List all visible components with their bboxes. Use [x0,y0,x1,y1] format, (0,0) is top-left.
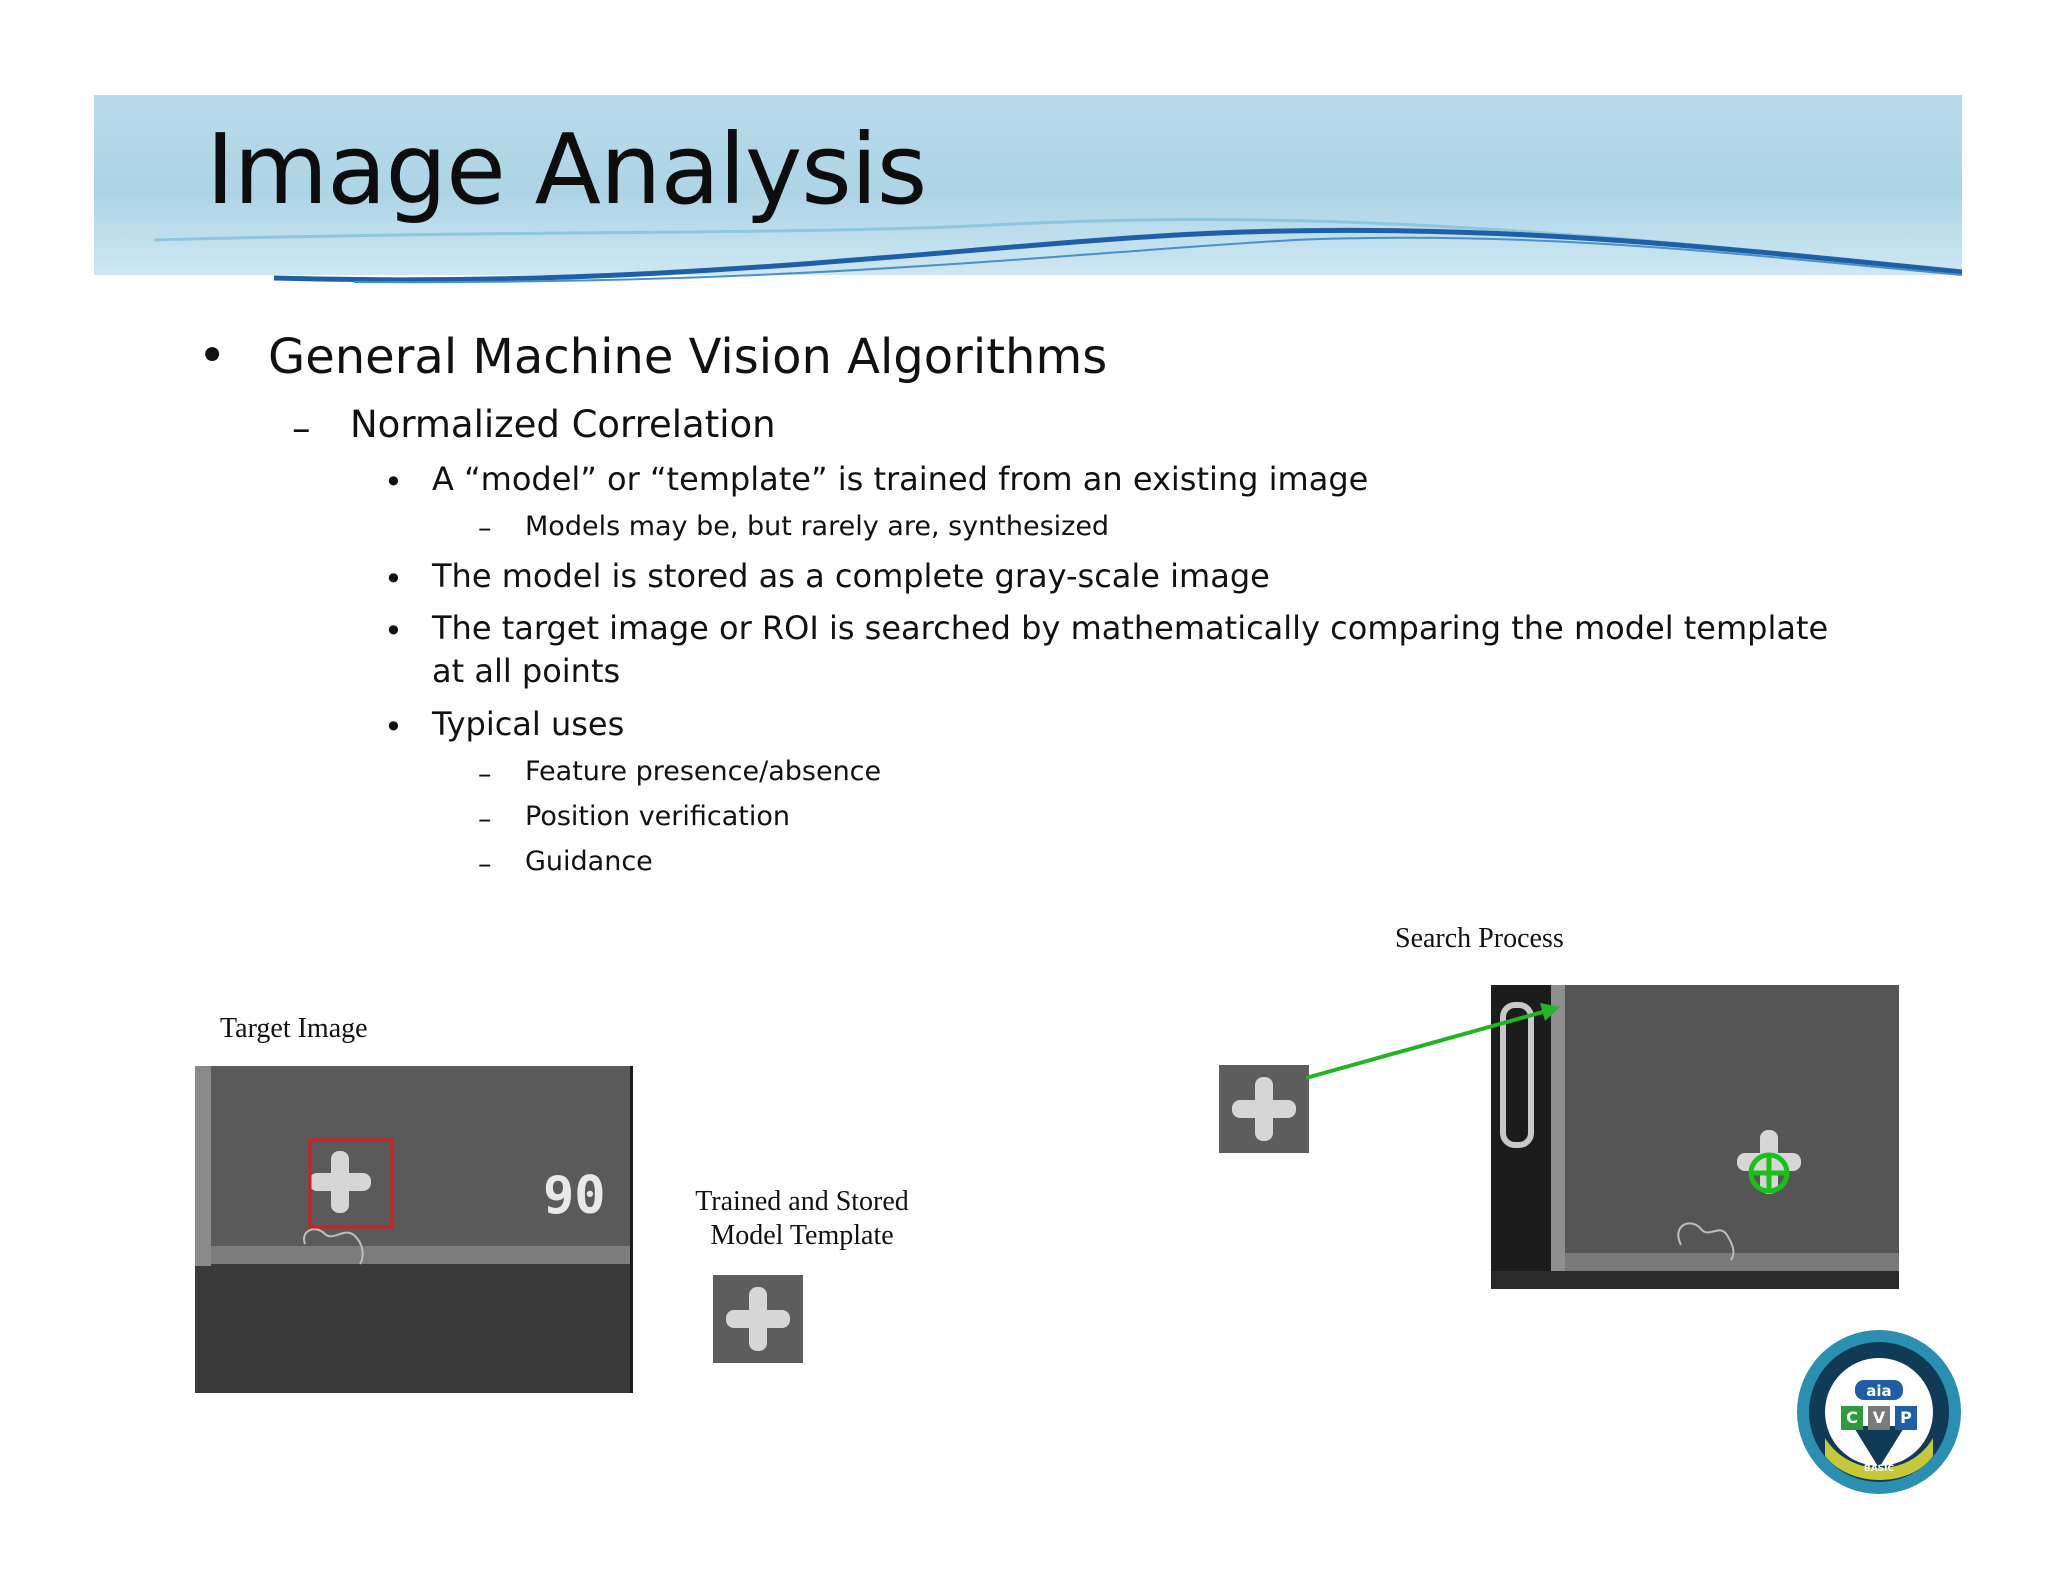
list-item: Position verification [525,801,791,832]
cvp-badge: aia C V P BASIC [1795,1328,1963,1496]
heading-general-algorithms: General Machine Vision Algorithms [268,329,1108,385]
plus-icon [1219,1065,1309,1153]
badge-letter-p: P [1900,1408,1912,1427]
list-item: The model is stored as a complete gray-s… [432,557,1270,595]
badge-letter-v: V [1872,1408,1886,1427]
bullet-marker: • [198,328,227,384]
bullet-marker: • [384,708,403,746]
target-numeral: 90 [543,1166,606,1226]
dash-marker: – [478,759,492,790]
badge-org: aia [1866,1382,1892,1400]
target-image-caption: Target Image [220,1013,368,1044]
list-item: Models may be, but rarely are, synthesiz… [525,511,1110,542]
model-caption-line2: Model Template [710,1220,894,1251]
list-item: Typical uses [432,705,625,743]
slide-title: Image Analysis [206,113,927,226]
target-image: 90 [195,1066,633,1393]
subheading-normalized-correlation: Normalized Correlation [350,403,776,446]
search-scene-graphic [1491,985,1899,1289]
header-wave [153,218,1962,284]
dash-marker: – [478,513,492,544]
badge-level: BASIC [1863,1464,1895,1474]
bullet-marker: • [384,612,403,650]
cvp-badge-logo [1797,1330,1961,1494]
list-item: A “model” or “template” is trained from … [432,460,1369,498]
model-template-image [713,1275,803,1363]
list-item: Guidance [525,846,653,877]
dash-marker: – [292,407,311,450]
target-image-graphic [195,1066,633,1393]
search-process-caption: Search Process [1395,923,1564,954]
search-arrow [1305,1003,1560,1080]
dash-marker: – [478,804,492,835]
bullet-marker: • [384,463,403,501]
badge-letter-c: C [1846,1408,1858,1427]
dash-marker: – [478,849,492,880]
model-caption-line1: Trained and Stored [695,1186,909,1217]
bullet-marker: • [384,560,403,598]
search-scene-image [1491,985,1899,1289]
list-item: The target image or ROI is searched by m… [432,609,1829,690]
search-template-image [1219,1065,1309,1153]
plus-icon [713,1275,803,1363]
list-item: Feature presence/absence [525,756,882,787]
